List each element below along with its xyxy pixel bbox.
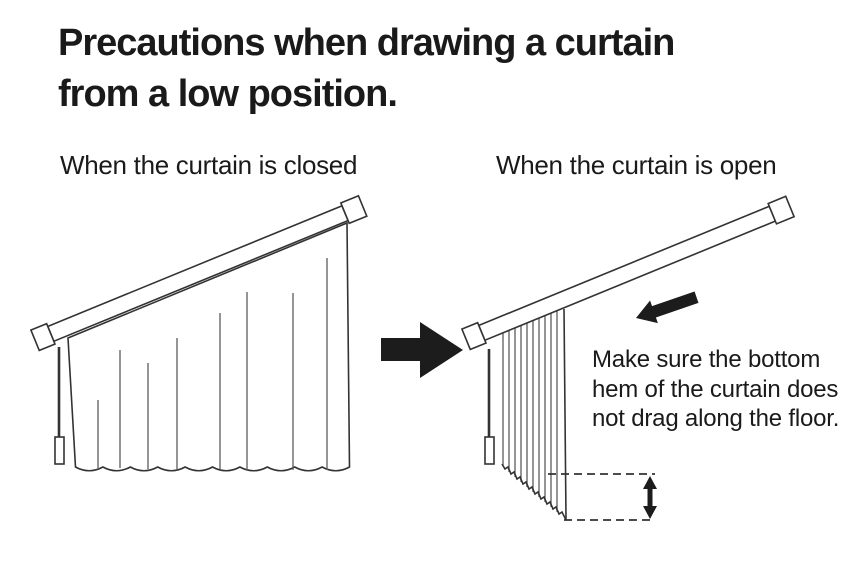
open-curtain-hem bbox=[501, 463, 567, 521]
page-title-line2: from a low position. bbox=[58, 73, 398, 115]
page-title: Precautions when drawing a curtain from … bbox=[58, 18, 675, 120]
open-curtain-baton bbox=[484, 436, 495, 465]
floor-gap-indicator bbox=[548, 473, 657, 521]
transition-arrow-icon bbox=[381, 322, 463, 378]
closed-panel-label: When the curtain is closed bbox=[60, 150, 358, 180]
closed-curtain-rail bbox=[29, 194, 368, 352]
open-curtain-rail bbox=[460, 195, 796, 351]
closed-curtain-fold-lines bbox=[97, 258, 328, 470]
draw-direction-arrow-icon bbox=[636, 291, 699, 324]
open-curtain-fold-lines bbox=[502, 308, 567, 520]
caution-note: Make sure the bottom hem of the curtain … bbox=[592, 346, 840, 432]
open-curtain-illustration bbox=[460, 195, 796, 521]
open-panel-label: When the curtain is open bbox=[496, 150, 777, 180]
closed-curtain-illustration bbox=[29, 194, 368, 472]
closed-curtain-body bbox=[67, 221, 351, 472]
floor-gap-arrow-icon bbox=[643, 476, 657, 519]
page-title-line1: Precautions when drawing a curtain bbox=[58, 22, 675, 64]
closed-curtain-baton bbox=[54, 436, 65, 465]
